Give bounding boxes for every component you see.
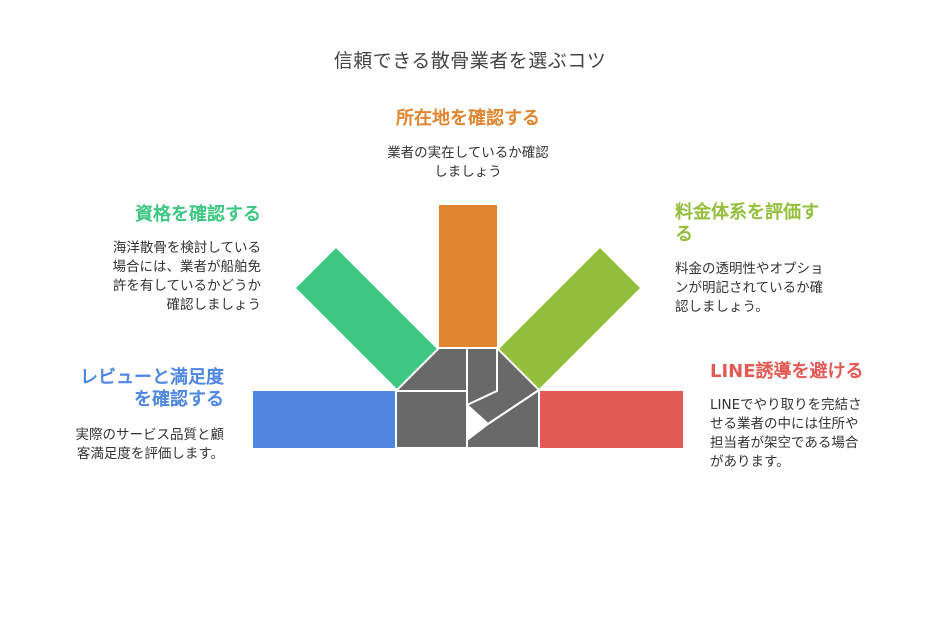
review-desc-line-1: 実際のサービス品質と顧 <box>75 427 225 443</box>
pricing-desc-line-3: 認しましょう。 <box>675 299 769 315</box>
pricing-description: 料金の透明性やオプショ ンが明記されているか確 認しましょう。 <box>675 260 875 317</box>
segment-line <box>540 391 683 448</box>
location-desc-line-1: 業者の実在しているか確認 <box>387 145 549 161</box>
qualification-heading-line-1: 資格を確認する <box>135 204 261 225</box>
pricing-desc-line-2: ンが明記されているか確 <box>675 280 824 296</box>
pricing-heading-line-2: る <box>675 224 693 245</box>
segment-pricing <box>499 248 640 389</box>
location-description: 業者の実在しているか確認 しましょう <box>338 144 598 182</box>
review-bar <box>253 391 396 448</box>
line-heading: LINE誘導を避ける <box>710 361 910 383</box>
location-desc-line-2: しましょう <box>434 164 502 180</box>
line-heading-line-1: LINE誘導を避ける <box>710 361 864 382</box>
segment-location <box>439 205 497 347</box>
hub-piece-right <box>466 389 540 449</box>
line-description: LINEでやり取りを完結さ せる業者の中には住所や 担当者が架空である場合 があ… <box>710 396 910 472</box>
line-bar <box>540 391 683 448</box>
qualification-desc-line-3: 許を有しているかどうか <box>112 278 261 294</box>
review-heading-line-1: レビューと満足度 <box>80 367 224 388</box>
pricing-heading: 料金体系を評価す る <box>675 202 855 246</box>
line-desc-line-2: せる業者の中には住所や <box>710 416 859 432</box>
review-desc-line-2: 客満足度を評価します。 <box>76 446 224 462</box>
center-hub <box>395 347 540 449</box>
qualification-bar <box>296 248 437 389</box>
line-desc-line-4: があります。 <box>710 454 790 470</box>
segment-review <box>253 391 396 448</box>
qualification-description: 海洋散骨を検討している 場合には、業者が船舶免 許を有しているかどうか 確認しま… <box>60 239 262 315</box>
qualification-desc-line-1: 海洋散骨を検討している <box>112 240 261 256</box>
diagram-title: 信頼できる散骨業者を選ぶコツ <box>333 50 607 72</box>
pricing-desc-line-1: 料金の透明性やオプショ <box>675 261 824 277</box>
pricing-bar <box>499 248 640 389</box>
location-bar <box>439 205 497 347</box>
segment-qualification <box>296 248 437 389</box>
line-desc-line-1: LINEでやり取りを完結さ <box>710 397 862 413</box>
review-heading-line-2: を確認する <box>134 389 224 410</box>
qualification-desc-line-2: 場合には、業者が船舶免 <box>112 259 262 275</box>
qualification-heading: 資格を確認する <box>60 204 261 226</box>
review-description: 実際のサービス品質と顧 客満足度を評価します。 <box>30 426 225 464</box>
location-heading: 所在地を確認する <box>338 108 598 130</box>
hub-piece-left <box>395 390 468 449</box>
qualification-desc-line-4: 確認しましょう <box>166 297 262 313</box>
line-desc-line-3: 担当者が架空である場合 <box>710 435 859 451</box>
location-heading-line-1: 所在地を確認する <box>396 108 540 129</box>
hub-piece-upper-right <box>466 347 540 425</box>
pricing-heading-line-1: 料金体系を評価す <box>675 202 819 223</box>
review-heading: レビューと満足度 を確認する <box>40 367 224 411</box>
